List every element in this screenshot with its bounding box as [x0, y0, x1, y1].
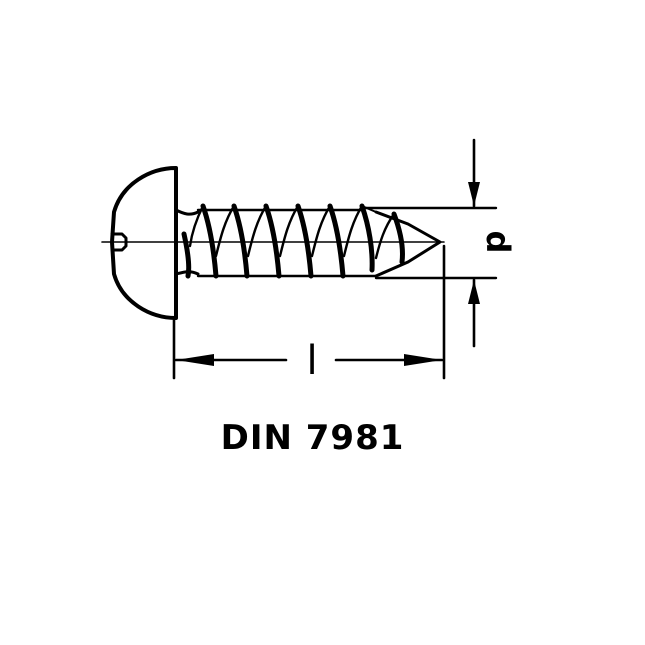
length-symbol: l: [306, 338, 317, 384]
screw-thread: [181, 203, 442, 279]
diameter-extension-lines: [362, 206, 498, 280]
diameter-dimension: d: [468, 138, 517, 348]
screw-head: [110, 166, 200, 320]
length-extension-lines: [172, 244, 446, 380]
standard-label: DIN 7981: [220, 418, 405, 458]
length-dimension: l: [174, 338, 444, 384]
diameter-symbol: d: [479, 231, 517, 254]
